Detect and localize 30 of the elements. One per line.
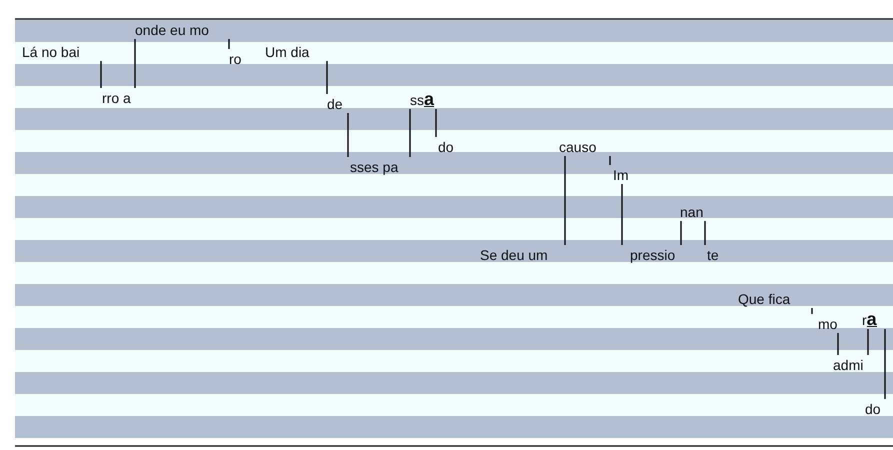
connector-line [435, 109, 437, 137]
connector-line [867, 329, 869, 355]
connector-line [326, 61, 328, 94]
lyric-syllable: nan [680, 204, 704, 220]
connector-line [409, 109, 411, 157]
connector-line [100, 61, 102, 88]
connector-line [680, 221, 682, 245]
connector-line [564, 156, 566, 245]
lyric-syllable: Que fica [738, 291, 790, 307]
lyric-syllable: Um dia [265, 44, 310, 60]
connector-line [134, 39, 136, 88]
lyric-syllable: de [327, 96, 343, 112]
lyric-syllable: rro a [102, 90, 131, 106]
lyric-syllable: ra [862, 312, 877, 328]
lyric-syllable: Lá no bai [22, 44, 80, 60]
connector-line [811, 308, 813, 314]
connector-line [228, 39, 230, 49]
lyric-syllable: do [438, 139, 454, 155]
lyric-syllable: do [865, 401, 881, 417]
connector-line [837, 333, 839, 355]
connector-line [884, 329, 886, 399]
lyric-syllable: mo [818, 316, 838, 332]
lyric-syllable: causo [559, 139, 596, 155]
lyric-syllable: ro [229, 51, 242, 67]
lyric-syllable: ssa [410, 92, 434, 108]
lyric-syllable: admi [833, 357, 864, 373]
lyric-syllable: onde eu mo [135, 22, 209, 38]
connector-line [347, 113, 349, 157]
connector-line [704, 221, 706, 245]
connector-line [621, 184, 623, 245]
